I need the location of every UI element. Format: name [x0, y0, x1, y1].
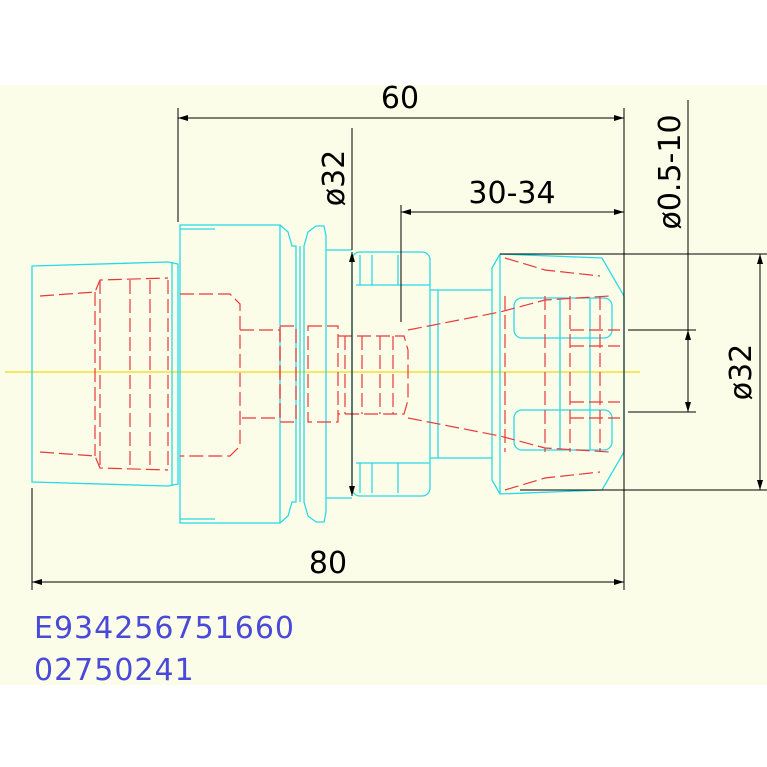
part-code-line-2: 02750241 — [34, 653, 195, 688]
dim-label-clamp-range: ø0.5-10 — [653, 114, 688, 229]
dimension-lines — [31, 100, 767, 590]
part-code-line-1: E934256751660 — [34, 611, 295, 646]
dim-label-80: 80 — [309, 546, 347, 581]
drawing-background — [0, 85, 767, 685]
dim-label-60: 60 — [381, 81, 419, 116]
dim-label-dia32-nut: ø32 — [724, 344, 759, 401]
hidden-lines — [39, 257, 620, 491]
dim-label-30-34: 30-34 — [468, 176, 555, 211]
dim-label-dia32-shank: ø32 — [317, 150, 352, 207]
part-outline — [31, 224, 625, 524]
